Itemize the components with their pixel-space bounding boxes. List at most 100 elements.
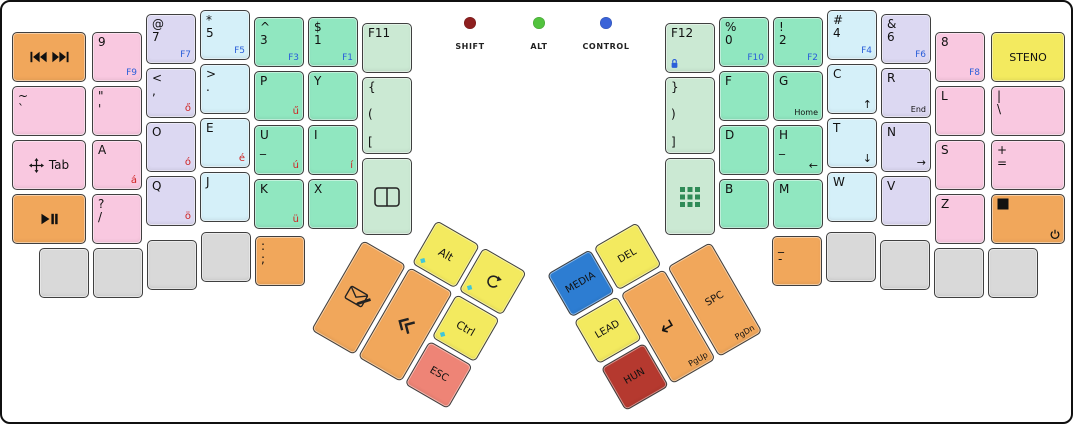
key-period[interactable]: >. bbox=[200, 64, 250, 114]
key-x[interactable]: X bbox=[308, 179, 358, 229]
key-label: Ctrl bbox=[453, 317, 478, 339]
key-label: F bbox=[725, 74, 732, 88]
key-comma[interactable]: <,ő bbox=[146, 68, 196, 118]
key-blank-l1[interactable] bbox=[39, 248, 89, 298]
key-label: 2 bbox=[779, 33, 787, 47]
key-blank-l2[interactable] bbox=[93, 248, 143, 298]
key-n[interactable]: N→ bbox=[881, 122, 931, 172]
key-open-brackets[interactable]: {([ bbox=[362, 77, 412, 154]
key-compose-mail[interactable] bbox=[311, 239, 407, 355]
key-f11[interactable]: F11 bbox=[362, 23, 412, 73]
key-label: [ bbox=[368, 135, 373, 149]
key-play-pause[interactable] bbox=[12, 194, 86, 244]
key-blank-r3[interactable] bbox=[934, 248, 984, 298]
key-l[interactable]: L bbox=[935, 86, 985, 136]
key-h[interactable]: H_← bbox=[773, 125, 823, 175]
key-label: 4 bbox=[833, 26, 841, 40]
key-s[interactable]: S bbox=[935, 140, 985, 190]
key-label: E bbox=[206, 121, 214, 135]
key-label: ◆ bbox=[464, 281, 475, 293]
key-label: ) bbox=[671, 107, 676, 121]
key-blank-r1[interactable] bbox=[826, 232, 876, 282]
key-question[interactable]: ?/ bbox=[92, 194, 142, 244]
key-c[interactable]: C↑ bbox=[827, 64, 877, 114]
key-label: \ bbox=[997, 102, 1002, 116]
key-label: 6 bbox=[887, 30, 895, 44]
key-label: F5 bbox=[234, 46, 245, 56]
key-w[interactable]: W bbox=[827, 172, 877, 222]
key-label: ~ bbox=[18, 89, 29, 103]
key-label: 1 bbox=[314, 33, 322, 47]
key-label: ESC bbox=[427, 364, 451, 384]
key-tilde[interactable]: ~` bbox=[12, 86, 86, 136]
key-b[interactable]: B bbox=[719, 179, 769, 229]
key-label: MEDIA bbox=[563, 269, 598, 296]
key-steno[interactable]: STENO bbox=[991, 32, 1065, 82]
key-f[interactable]: F bbox=[719, 71, 769, 121]
key-blank-r2[interactable] bbox=[880, 240, 930, 290]
skip-forward-icon bbox=[51, 51, 69, 63]
key-redo[interactable]: ◆ bbox=[458, 246, 527, 316]
key-label: 8 bbox=[941, 35, 949, 49]
key-close-brackets[interactable]: })] bbox=[665, 77, 715, 154]
key-quote[interactable]: "' bbox=[92, 86, 142, 136]
key-y[interactable]: Y bbox=[308, 71, 358, 121]
legend-control: CONTROL bbox=[576, 17, 636, 51]
key-j[interactable]: J bbox=[200, 172, 250, 222]
key-f12[interactable]: F12 bbox=[665, 23, 715, 73]
key-move-tab[interactable]: Tab bbox=[12, 140, 86, 190]
legend-shift: SHIFT bbox=[444, 17, 496, 51]
key-m[interactable]: M bbox=[773, 179, 823, 229]
key-colon-semicolon[interactable]: :; bbox=[255, 236, 305, 286]
key-stop-power[interactable] bbox=[991, 194, 1065, 244]
legend-alt: ALT bbox=[513, 17, 565, 51]
key-t[interactable]: T↓ bbox=[827, 118, 877, 168]
double-chevron-icon bbox=[394, 313, 418, 336]
key-u[interactable]: U_ú bbox=[254, 125, 304, 175]
key-label: F1 bbox=[342, 53, 353, 63]
key-page-chevrons[interactable] bbox=[357, 266, 454, 382]
key-media-prev-next[interactable] bbox=[12, 32, 86, 82]
key-z[interactable]: Z bbox=[935, 194, 985, 244]
key-blank-l3[interactable] bbox=[147, 240, 197, 290]
key-label: ! bbox=[779, 20, 784, 34]
key-label: ü bbox=[292, 214, 299, 225]
key-label: C bbox=[833, 67, 842, 81]
key-d[interactable]: D bbox=[719, 125, 769, 175]
key-blank-l4[interactable] bbox=[201, 232, 251, 282]
key-plus-equals[interactable]: += bbox=[991, 140, 1065, 190]
key-label: HUN bbox=[622, 365, 648, 387]
key-label: 5 bbox=[206, 26, 214, 40]
key-window-split[interactable] bbox=[362, 158, 412, 235]
key-label: F7 bbox=[180, 50, 191, 60]
key-label: F3 bbox=[288, 53, 299, 63]
key-dash[interactable]: _- bbox=[772, 236, 822, 286]
lock-icon bbox=[670, 58, 679, 69]
key-label: + bbox=[997, 143, 1008, 157]
key-label: í bbox=[350, 160, 353, 171]
key-v[interactable]: V bbox=[881, 176, 931, 226]
key-pipe-backslash[interactable]: |\ bbox=[991, 86, 1065, 136]
key-numpad[interactable] bbox=[665, 158, 715, 235]
key-blank-r4[interactable] bbox=[988, 248, 1038, 298]
